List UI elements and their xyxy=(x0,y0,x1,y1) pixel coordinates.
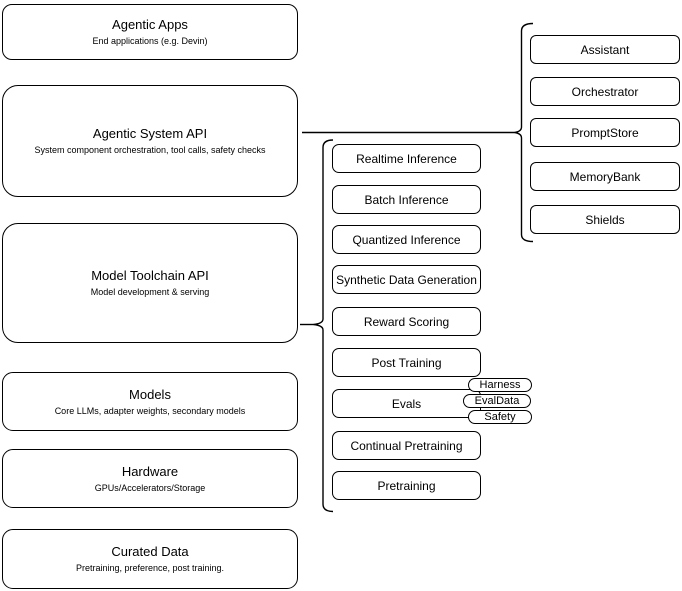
node-promptstore: PromptStore xyxy=(530,118,680,147)
node-pretraining: Pretraining xyxy=(332,471,481,500)
node-subtitle: Pretraining, preference, post training. xyxy=(75,563,225,573)
node-quantized-inference: Quantized Inference xyxy=(332,225,481,254)
node-hardware: Hardware GPUs/Accelerators/Storage xyxy=(2,449,298,508)
node-title: Model Toolchain API xyxy=(91,268,209,283)
pill-label: Harness xyxy=(479,379,521,391)
node-label: Quantized Inference xyxy=(352,232,461,247)
node-label: Orchestrator xyxy=(571,84,639,99)
node-batch-inference: Batch Inference xyxy=(332,185,481,214)
node-label: MemoryBank xyxy=(569,169,641,184)
node-agentic-apps: Agentic Apps End applications (e.g. Devi… xyxy=(2,4,298,60)
node-label: Pretraining xyxy=(377,478,436,493)
pill-harness: Harness xyxy=(468,378,532,392)
node-subtitle: Model development & serving xyxy=(90,287,210,297)
node-models: Models Core LLMs, adapter weights, secon… xyxy=(2,372,298,431)
node-label: Realtime Inference xyxy=(356,151,457,166)
pill-label: Safety xyxy=(484,411,516,423)
node-title: Curated Data xyxy=(111,544,189,559)
node-label: Reward Scoring xyxy=(363,314,450,329)
node-subtitle: Core LLMs, adapter weights, secondary mo… xyxy=(54,405,246,416)
node-label: Assistant xyxy=(580,42,630,57)
node-title: Hardware xyxy=(121,463,179,479)
node-shields: Shields xyxy=(530,205,680,234)
node-model-toolchain-api: Model Toolchain API Model development & … xyxy=(2,223,298,343)
node-realtime-inference: Realtime Inference xyxy=(332,144,481,173)
node-subtitle: System component orchestration, tool cal… xyxy=(34,145,266,155)
node-label: Continual Pretraining xyxy=(350,438,463,453)
node-curated-data: Curated Data Pretraining, preference, po… xyxy=(2,529,298,589)
toolchain-group-brace xyxy=(313,139,334,513)
pill-evaldata: EvalData xyxy=(463,394,531,408)
node-label: Synthetic Data Generation xyxy=(336,272,477,287)
pill-label: EvalData xyxy=(474,395,520,407)
node-title: Agentic Apps xyxy=(112,17,188,32)
node-post-training: Post Training xyxy=(332,348,481,377)
node-subtitle: End applications (e.g. Devin) xyxy=(92,36,208,46)
node-orchestrator: Orchestrator xyxy=(530,77,680,106)
node-title: Agentic System API xyxy=(92,126,208,141)
node-continual-pretraining: Continual Pretraining xyxy=(332,431,481,460)
node-memorybank: MemoryBank xyxy=(530,162,680,191)
node-subtitle: GPUs/Accelerators/Storage xyxy=(94,482,206,493)
node-assistant: Assistant xyxy=(530,35,680,64)
node-title: Models xyxy=(129,386,171,402)
node-label: Evals xyxy=(391,396,422,411)
node-agentic-system-api: Agentic System API System component orch… xyxy=(2,85,298,197)
pill-safety: Safety xyxy=(468,410,532,424)
node-synthetic-data-generation: Synthetic Data Generation xyxy=(332,265,481,294)
node-label: Batch Inference xyxy=(364,192,449,207)
node-label: Post Training xyxy=(371,355,442,370)
node-label: Shields xyxy=(585,212,625,227)
node-reward-scoring: Reward Scoring xyxy=(332,307,481,336)
node-label: PromptStore xyxy=(571,125,639,140)
node-evals: Evals xyxy=(332,389,481,418)
